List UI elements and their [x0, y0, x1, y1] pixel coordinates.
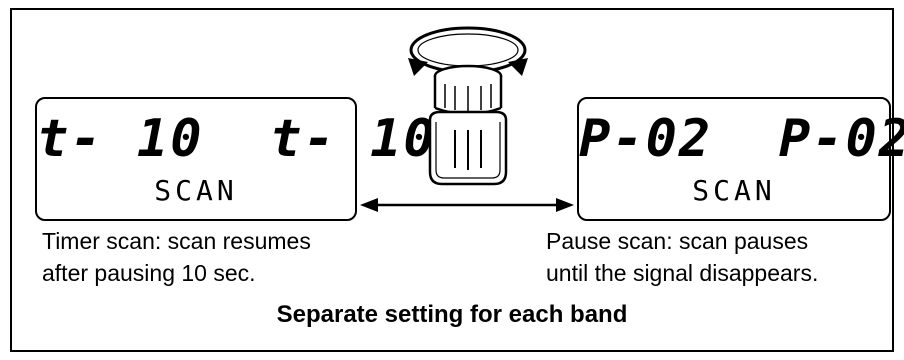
diagram-frame: [10, 8, 894, 352]
footer-note: Separate setting for each band: [276, 301, 628, 328]
timer-scan-caption-line1: Timer scan: scan resumes: [42, 228, 311, 254]
pause-scan-display: P-02 P-02 SCAN: [577, 97, 904, 221]
pause-scan-caption-line1: Pause scan: scan pauses: [546, 228, 809, 254]
timer-scan-caption-line2: after pausing 10 sec.: [42, 260, 256, 286]
pause-scan-caption-line2: until the signal disappears.: [546, 260, 819, 286]
timer-scan-display-sub: SCAN: [154, 174, 238, 207]
pause-scan-display-sub: SCAN: [692, 174, 776, 207]
pause-scan-display-main: P-02 P-02: [579, 109, 904, 169]
